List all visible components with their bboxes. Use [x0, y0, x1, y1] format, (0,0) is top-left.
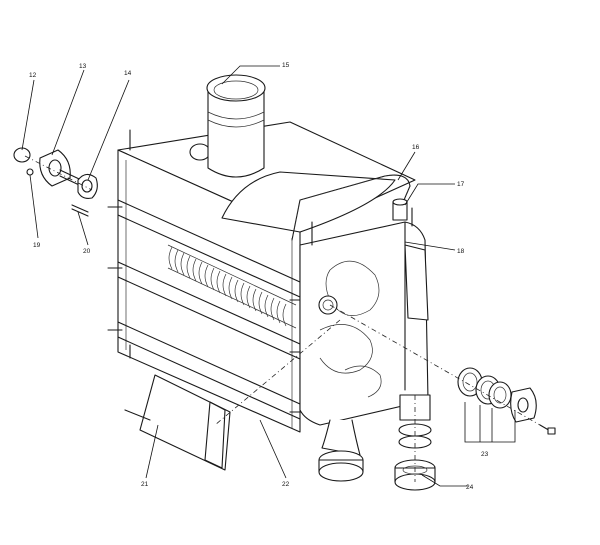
- callout-21: 21: [141, 481, 149, 488]
- vent-valve: [311, 198, 413, 246]
- insulation-panel: [124, 374, 231, 471]
- callout-16: 16: [412, 144, 420, 151]
- callout-13: 13: [79, 63, 87, 70]
- callout-20: 20: [83, 248, 91, 255]
- callout-19: 19: [33, 242, 41, 249]
- coil-element: [167, 244, 297, 329]
- center-lines: [24, 155, 541, 482]
- callout-23: 23: [481, 451, 489, 458]
- flue-pipe: [206, 74, 266, 178]
- water-header: [299, 221, 429, 426]
- callout-17: 17: [457, 181, 465, 188]
- burner-assembly: [13, 147, 98, 217]
- callout-12: 12: [29, 72, 37, 79]
- bottom-outlets: [318, 394, 436, 491]
- callout-14: 14: [124, 70, 132, 77]
- callout-15: 15: [282, 62, 290, 69]
- insulation-cover: [221, 171, 396, 233]
- pipe-seals: [457, 367, 556, 435]
- callout-18: 18: [457, 248, 465, 255]
- callout-24: 24: [466, 484, 474, 491]
- callout-22: 22: [282, 481, 290, 488]
- callout-labels: 12 13 14 15 16 17 18 19 20 21 22 23 24: [29, 62, 489, 491]
- leader-lines: [21, 65, 516, 487]
